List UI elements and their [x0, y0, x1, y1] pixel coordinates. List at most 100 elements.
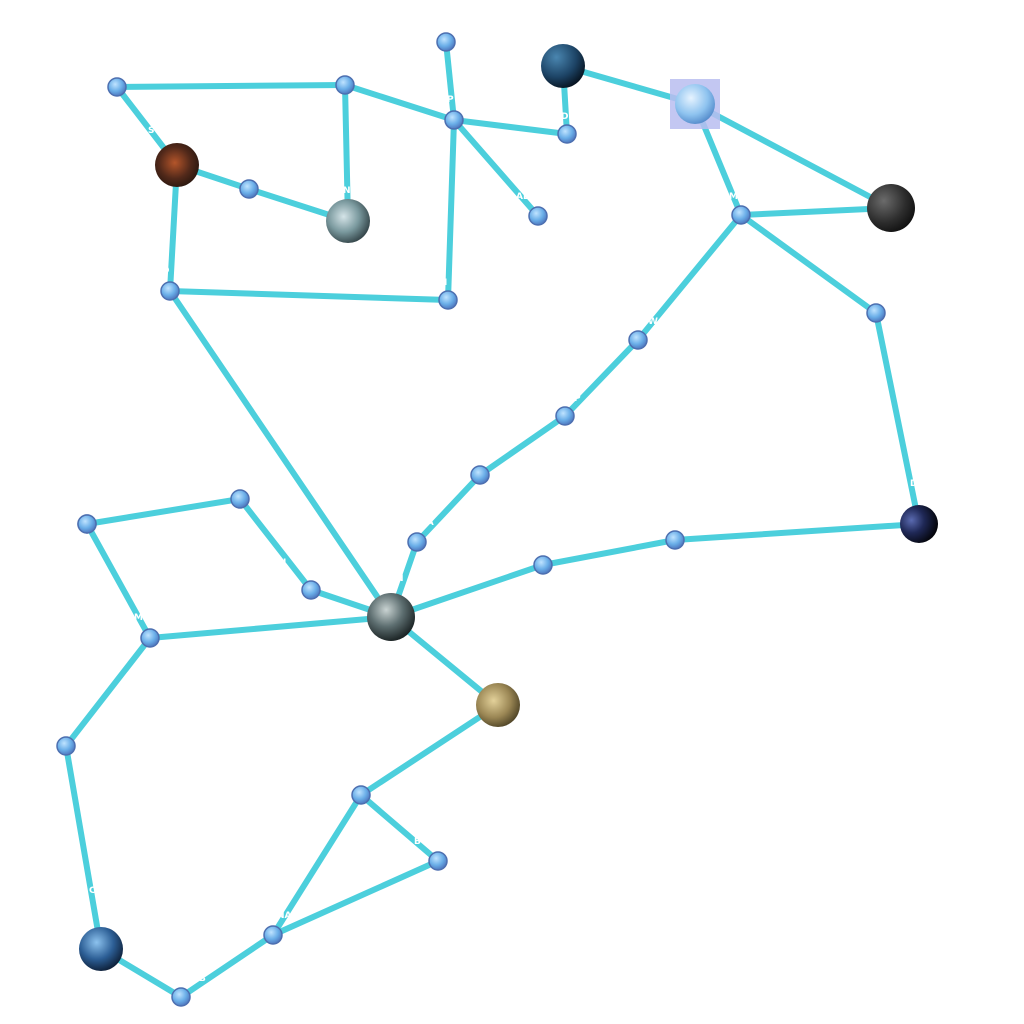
- hyperlane-n03-n04: [342, 82, 457, 123]
- waypoint-n11[interactable]: AL: [516, 192, 548, 226]
- system-label: B: [199, 974, 206, 984]
- waypoint-icon: [557, 124, 577, 144]
- system-label: S: [494, 451, 500, 461]
- hyperlane-n20-n22: [672, 521, 922, 543]
- planet-n10[interactable]: N: [326, 186, 370, 243]
- waypoint-icon: [407, 532, 427, 552]
- waypoint-icon: [351, 785, 371, 805]
- waypoint-n01[interactable]: [436, 32, 456, 52]
- waypoint-icon: [628, 330, 648, 350]
- waypoint-n23[interactable]: [533, 555, 553, 575]
- waypoint-n03[interactable]: N: [335, 62, 357, 95]
- system-label: N: [343, 186, 351, 196]
- waypoint-n02[interactable]: [107, 77, 127, 97]
- waypoint-n12[interactable]: M: [729, 192, 751, 225]
- waypoint-n22[interactable]: [665, 530, 685, 550]
- system-label: D: [162, 266, 169, 276]
- planet-n25[interactable]: N: [367, 574, 415, 641]
- hyperlane-layer: [63, 39, 922, 1000]
- hyperlane-n27-n28: [237, 496, 314, 593]
- waypoint-n15[interactable]: I: [438, 278, 458, 310]
- waypoint-icon: [438, 290, 458, 310]
- hyperlane-n29-n25: [147, 614, 394, 641]
- waypoint-icon: [230, 489, 250, 509]
- system-label: AL: [516, 192, 529, 202]
- blue-planet-icon: [79, 927, 123, 971]
- hyperlane-n07-n13: [692, 101, 894, 211]
- hyperlane-n04-n15: [445, 117, 457, 303]
- waypoint-icon: [263, 925, 283, 945]
- hyperlane-n34-n36: [178, 932, 276, 1000]
- waypoint-n04[interactable]: P: [444, 95, 464, 130]
- night-planet-icon: [900, 505, 938, 543]
- hyperlane-n12-n17: [635, 212, 744, 343]
- waypoint-n18[interactable]: P: [555, 394, 581, 426]
- waypoint-icon: [444, 110, 464, 130]
- planet-n13[interactable]: [867, 184, 915, 232]
- waypoint-icon: [428, 851, 448, 871]
- hyperlane-n23-n25: [388, 562, 546, 620]
- planet-n08[interactable]: S: [148, 126, 199, 187]
- hyperlane-n26-n29: [84, 521, 153, 641]
- waypoint-n28[interactable]: I: [283, 558, 321, 600]
- grey-planet-icon: [367, 593, 415, 641]
- hyperlane-n32-n34: [270, 792, 364, 938]
- waypoint-n06[interactable]: D: [557, 112, 577, 144]
- waypoint-n19[interactable]: S: [470, 451, 500, 485]
- waypoint-n34[interactable]: NA: [263, 911, 292, 945]
- system-label: N: [349, 62, 357, 72]
- hyperlane-n26-n27: [84, 496, 243, 527]
- hyperlane-n22-n23: [540, 537, 678, 568]
- system-label: PA: [421, 518, 434, 528]
- hyperlane-n29-n31: [63, 635, 153, 749]
- system-label: P: [574, 394, 581, 404]
- hyperlane-n18-n19: [477, 413, 568, 478]
- planet-n30[interactable]: [476, 683, 520, 727]
- waypoint-n33[interactable]: B: [414, 837, 448, 871]
- waypoint-n17[interactable]: W: [628, 317, 658, 350]
- waypoint-icon: [301, 580, 321, 600]
- ocean-planet-icon: [541, 44, 585, 88]
- hyperlane-n32-n33: [358, 792, 441, 864]
- hyperlane-n12-n16: [738, 212, 879, 316]
- system-label: M: [729, 192, 738, 202]
- waypoint-n36[interactable]: B: [171, 974, 206, 1007]
- waypoint-n09[interactable]: [239, 179, 259, 199]
- planet-n05[interactable]: [541, 44, 585, 88]
- waypoint-n29[interactable]: M: [134, 613, 160, 648]
- hyperlane-n31-n35: [63, 743, 104, 952]
- waypoint-n31[interactable]: S: [56, 721, 77, 756]
- waypoint-icon: [107, 77, 127, 97]
- waypoint-icon: [528, 206, 548, 226]
- planet-n20[interactable]: D: [900, 479, 938, 543]
- waypoint-n14[interactable]: D: [160, 266, 180, 301]
- waypoint-n32[interactable]: D: [351, 771, 380, 805]
- waypoint-n16[interactable]: [866, 303, 886, 323]
- system-label: S: [71, 721, 77, 731]
- hyperlane-n14-n25: [167, 288, 394, 620]
- waypoint-icon: [555, 406, 575, 426]
- system-label: W: [648, 317, 658, 327]
- waypoint-icon: [160, 281, 180, 301]
- waypoint-n26[interactable]: [77, 514, 97, 534]
- waypoint-icon: [239, 179, 259, 199]
- hyperlane-n16-n20: [873, 310, 922, 527]
- waypoint-icon: [731, 205, 751, 225]
- hyperlane-n14-n15: [167, 288, 451, 303]
- system-label: D: [910, 479, 917, 489]
- waypoint-icon: [140, 628, 160, 648]
- system-label: NA: [277, 911, 292, 921]
- storm-planet-icon: [326, 199, 370, 243]
- planet-n07[interactable]: [670, 79, 720, 129]
- ice-planet-icon: [675, 84, 715, 124]
- waypoint-n27[interactable]: [230, 489, 250, 509]
- system-label: D: [561, 112, 568, 122]
- hyperlane-n04-n11: [451, 117, 541, 219]
- waypoint-icon: [436, 32, 456, 52]
- planet-n35[interactable]: C: [79, 886, 123, 971]
- hyperlane-n01-n04: [443, 39, 457, 123]
- waypoint-n21[interactable]: PA: [407, 518, 434, 552]
- hyperlane-n03-n10: [342, 82, 351, 224]
